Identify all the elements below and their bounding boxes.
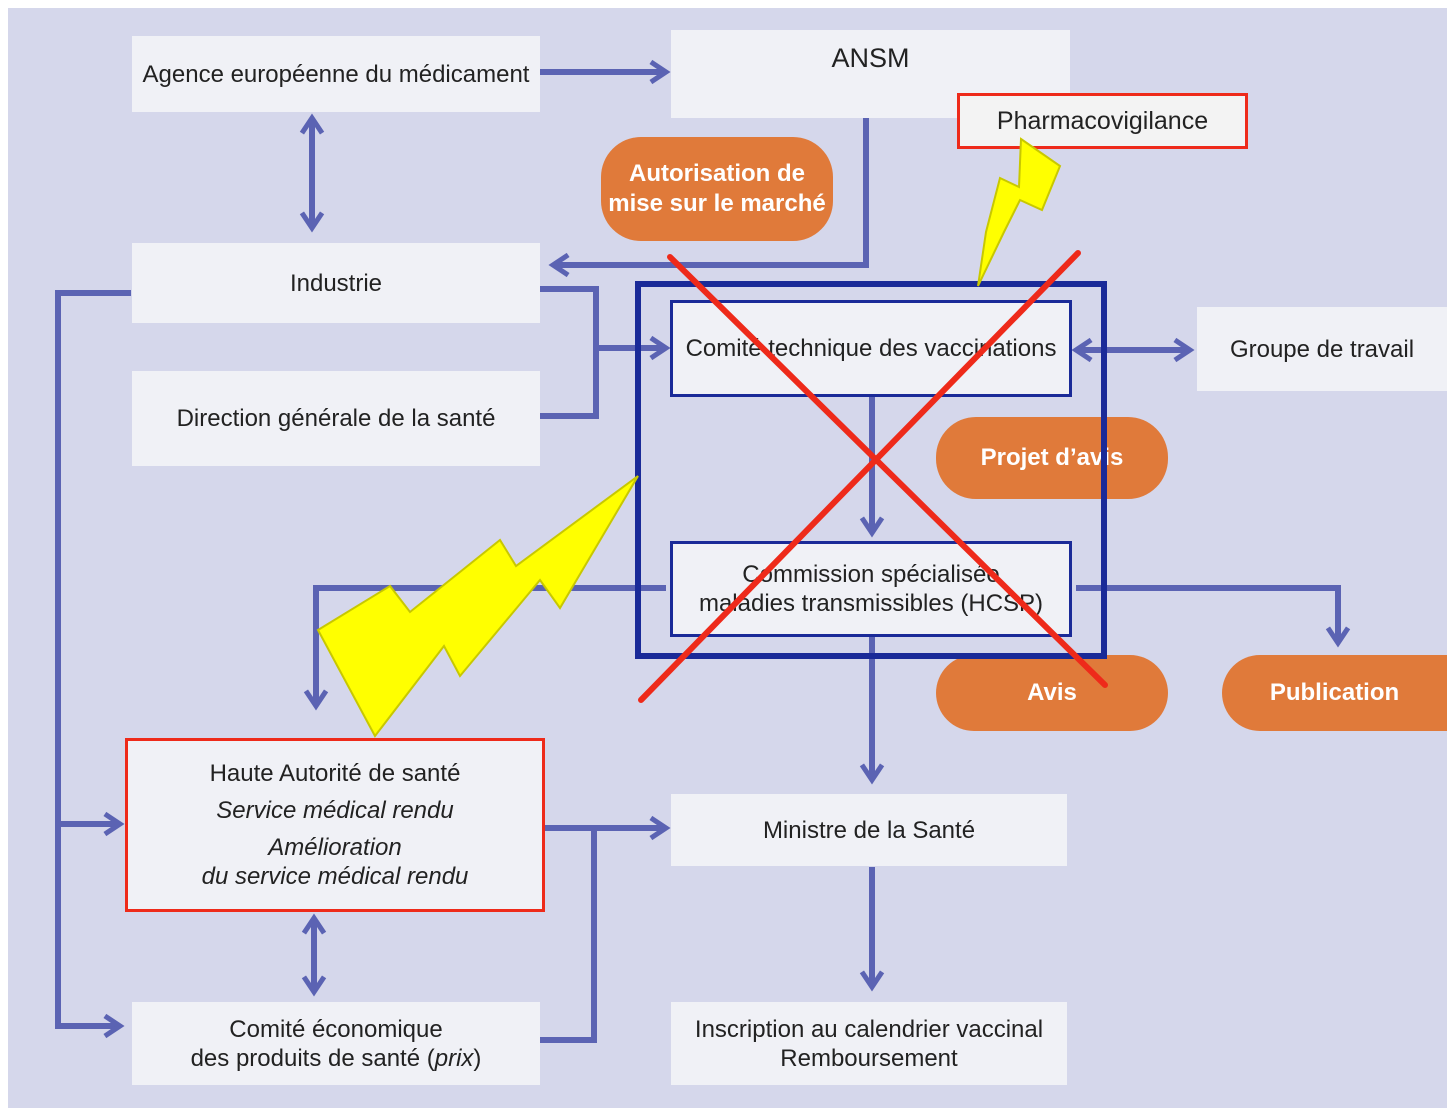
- node-dgs: Direction générale de la santé: [132, 371, 540, 466]
- node-inscription: Inscription au calendrier vaccinal Rembo…: [671, 1002, 1067, 1085]
- node-has-line4: du service médical rendu: [201, 863, 469, 890]
- node-groupe-travail: Groupe de travail: [1197, 307, 1447, 391]
- node-has-line2: Service médical rendu: [216, 797, 454, 824]
- pill-avis: Avis: [936, 655, 1168, 731]
- node-ceps-line2-pre: des produits de santé (: [190, 1044, 435, 1072]
- node-pharmacovigilance: Pharmacovigilance: [957, 93, 1248, 149]
- line-ceps-join: [540, 828, 597, 1043]
- node-ceps-line2-prix: prix: [434, 1044, 474, 1072]
- node-commission-specialisee: Commission spécialisée maladies transmis…: [670, 541, 1072, 637]
- node-ceps-line2: des produits de santé (prix): [191, 1044, 482, 1073]
- pill-publication-label: Publication: [1269, 679, 1400, 706]
- arrow-commission-publication: [1076, 585, 1351, 648]
- node-has: Haute Autorité de santé Service médical …: [125, 738, 545, 912]
- pill-projet-avis: Projet d’avis: [936, 417, 1168, 499]
- node-ansm-label: ANSM: [831, 43, 910, 73]
- node-ceps: Comité économique des produits de santé …: [132, 1002, 540, 1085]
- node-commission-line1: Commission spécialisée: [742, 561, 1000, 588]
- pill-publication: Publication: [1222, 655, 1447, 731]
- pill-amm-line2: mise sur le marché: [608, 190, 826, 217]
- arrow-industrie-left: [55, 290, 131, 1039]
- node-groupe-travail-label: Groupe de travail: [1229, 335, 1415, 363]
- node-pharmacovigilance-label: Pharmacovigilance: [996, 106, 1209, 135]
- node-ema: Agence européenne du médicament: [132, 36, 540, 112]
- arrow-commission-has: [303, 585, 666, 711]
- pill-avis-label: Avis: [1027, 679, 1077, 706]
- node-comite-technique: Comité technique des vaccinations: [670, 300, 1072, 397]
- node-comite-technique-label: Comité technique des vaccinations: [685, 335, 1057, 362]
- node-inscription-line1: Inscription au calendrier vaccinal: [694, 1015, 1044, 1043]
- node-ceps-line2-post: ): [473, 1044, 482, 1072]
- arrow-industrie-ctv: [540, 286, 671, 361]
- node-has-line3: Amélioration: [268, 834, 402, 861]
- node-ministre-label: Ministre de la Santé: [762, 816, 976, 844]
- pill-amm: Autorisation de mise sur le marché: [601, 137, 833, 241]
- node-industrie: Industrie: [132, 243, 540, 323]
- node-ceps-line1: Comité économique: [229, 1015, 443, 1043]
- node-has-line1: Haute Autorité de santé: [209, 760, 461, 787]
- pill-amm-line1: Autorisation de: [628, 160, 805, 187]
- node-industrie-label: Industrie: [289, 269, 383, 297]
- node-dgs-label: Direction générale de la santé: [176, 405, 496, 432]
- node-ministre: Ministre de la Santé: [671, 794, 1067, 866]
- node-ema-label: Agence européenne du médicament: [142, 60, 530, 88]
- node-commission-line2: maladies transmissibles (HCSP): [698, 590, 1044, 617]
- line-dgs-join: [540, 348, 599, 419]
- node-inscription-line2: Remboursement: [780, 1044, 958, 1072]
- pill-projet-avis-label: Projet d’avis: [980, 444, 1124, 471]
